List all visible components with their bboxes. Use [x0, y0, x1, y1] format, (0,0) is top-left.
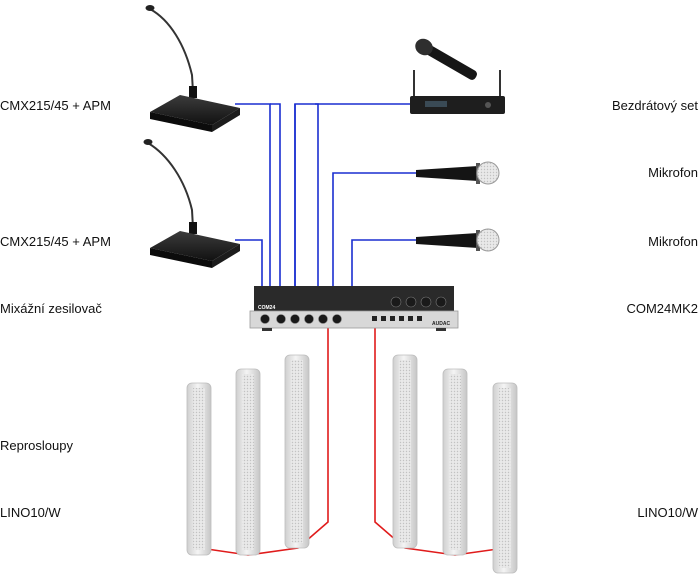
mixer-front: [249, 310, 459, 329]
label-speakers-model-left: LINO10/W: [0, 505, 61, 520]
handheld-wireless-mic: [415, 38, 478, 80]
gooseneck-mic-2: [143, 139, 240, 268]
speaker-group-right: [392, 354, 518, 574]
handmic-2-grille: [476, 228, 500, 252]
mixer-knobs: [260, 296, 447, 324]
label-handmic-1: Mikrofon: [648, 165, 698, 180]
speaker-column: [442, 368, 468, 556]
cable-handmic2: [351, 239, 416, 287]
wireless-set: [410, 38, 505, 114]
mixer-knob[interactable]: [260, 314, 270, 324]
mic-head-2: [143, 139, 153, 145]
label-mixer-model: COM24MK2: [626, 301, 698, 316]
mixer-knob[interactable]: [318, 314, 328, 324]
speaker-column: [235, 368, 261, 556]
mixer-amplifier: COM24 AUDAC: [249, 286, 459, 331]
mic-base-1-side: [150, 112, 212, 132]
mixer-button[interactable]: [372, 316, 377, 321]
speaker-group-left: [186, 354, 310, 556]
mixer-button[interactable]: [390, 316, 395, 321]
labels: CMX215/45 + APM CMX215/45 + APM Mixážní …: [0, 98, 699, 520]
mixer-button[interactable]: [417, 316, 422, 321]
mixer-knob[interactable]: [435, 296, 447, 308]
mixer-knob[interactable]: [276, 314, 286, 324]
mic-collar-1: [189, 86, 197, 98]
mixer-button[interactable]: [399, 316, 404, 321]
cable-mic2: [235, 239, 263, 287]
mic-base-2-front: [212, 244, 240, 268]
gooseneck-1: [149, 8, 194, 93]
mixer-button[interactable]: [408, 316, 413, 321]
mixer-knob[interactable]: [405, 296, 417, 308]
label-speakers: Reprosloupy: [0, 438, 73, 453]
gooseneck-2: [147, 142, 194, 229]
mixer-badge: COM24: [258, 305, 275, 311]
mic-base-1: [150, 95, 240, 125]
label-mixer: Mixážní zesilovač: [0, 301, 102, 316]
label-mic-1: CMX215/45 + APM: [0, 98, 111, 113]
mixer-button[interactable]: [381, 316, 386, 321]
label-handmic-2: Mikrofon: [648, 234, 698, 249]
mixer-knob[interactable]: [420, 296, 432, 308]
mixer-buttons: [372, 316, 422, 321]
mixer-top: [254, 286, 454, 313]
mixer-knob[interactable]: [390, 296, 402, 308]
handmic-1-body: [416, 166, 478, 181]
speaker-column: [392, 354, 418, 549]
receiver-knob: [485, 102, 491, 108]
handheld-mic-2: [416, 228, 500, 252]
mixer-brand: AUDAC: [432, 321, 450, 327]
mixer-knob[interactable]: [332, 314, 342, 324]
mixer-foot-left: [262, 328, 272, 331]
cable-wireless-c: [315, 103, 319, 287]
label-wireless-set: Bezdrátový set: [612, 98, 698, 113]
mixer-knob[interactable]: [304, 314, 314, 324]
mixer-knob[interactable]: [290, 314, 300, 324]
handheld-mic-1: [416, 161, 500, 185]
mic-collar-2: [189, 222, 197, 234]
receiver-body: [410, 96, 505, 114]
mic-base-2: [150, 231, 240, 261]
label-mic-2: CMX215/45 + APM: [0, 234, 111, 249]
mic-head-1: [145, 5, 155, 11]
cable-handmic1: [332, 172, 416, 287]
handmic-1-grille: [476, 161, 500, 185]
signal-cables: [235, 103, 416, 287]
mic-base-1-front: [212, 108, 240, 132]
speaker-column: [284, 354, 310, 549]
cable-mic1b: [270, 103, 281, 287]
mixer-foot-right: [436, 328, 446, 331]
label-speakers-model-right: LINO10/W: [637, 505, 698, 520]
speaker-column: [186, 382, 212, 556]
cable-mic1: [235, 103, 271, 287]
speaker-column: [492, 382, 518, 574]
receiver-display: [425, 101, 447, 107]
cable-wireless: [294, 103, 412, 287]
gooseneck-mic-1: [145, 5, 240, 132]
handmic-2-body: [416, 233, 478, 248]
mic-base-2-side: [150, 248, 212, 268]
